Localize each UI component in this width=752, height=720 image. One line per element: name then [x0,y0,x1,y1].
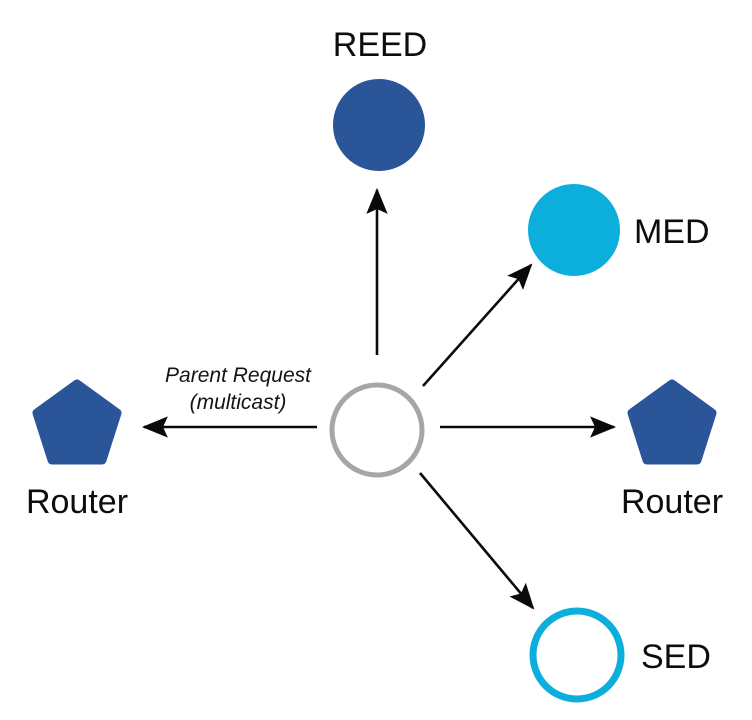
node-med[interactable]: MED [528,184,710,276]
router-left-pentagon-icon [32,379,122,465]
med-circle-icon [528,184,620,276]
reed-circle-icon [333,79,425,171]
parent-request-label-line1: Parent Request [165,364,312,387]
router-left-label: Router [26,483,128,521]
med-label: MED [634,213,710,251]
node-router-left[interactable]: Router [26,379,128,521]
arrow-to-med [422,263,533,387]
sed-label: SED [641,638,711,676]
node-reed[interactable]: REED [333,26,427,171]
sed-circle-icon [529,607,625,703]
arrow-group [141,187,617,610]
arrow-to-sed [419,472,535,610]
joining-device-circle-icon [329,382,425,478]
parent-request-label-line2: (multicast) [190,391,287,414]
node-joining-device[interactable] [329,382,425,478]
node-sed[interactable]: SED [529,607,711,703]
router-right-label: Router [621,483,723,521]
node-router-right[interactable]: Router [621,379,723,521]
reed-label: REED [333,26,427,64]
parent-request-label: Parent Request (multicast) [165,364,312,414]
router-right-pentagon-icon [627,379,717,465]
